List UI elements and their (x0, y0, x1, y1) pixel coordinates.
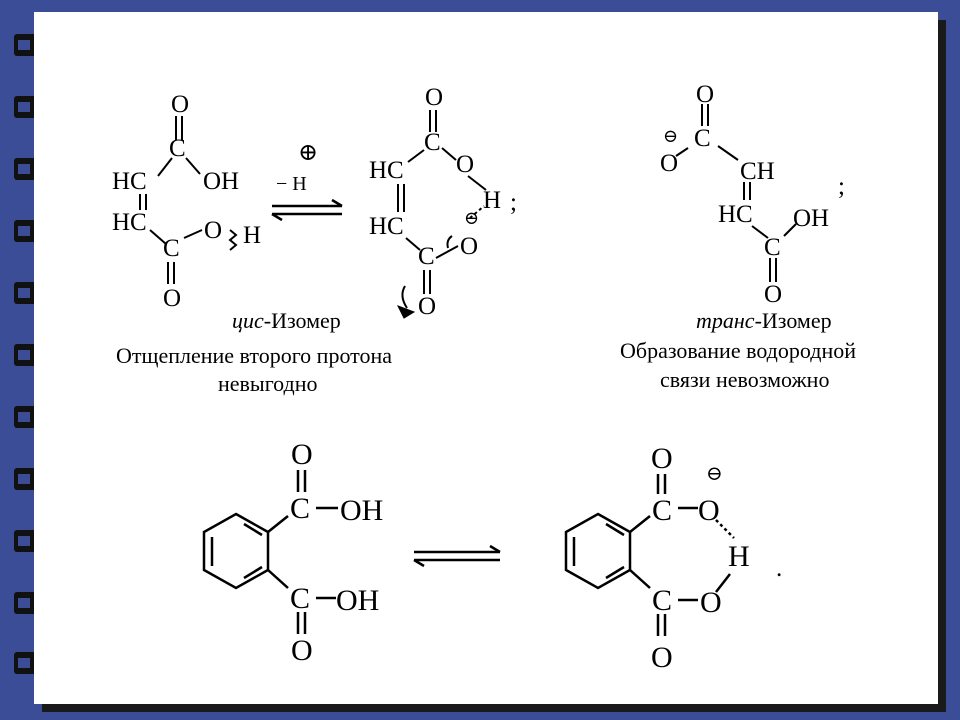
maleate-c-bottom: C (418, 243, 435, 270)
maleate-o-lower: O (460, 233, 478, 260)
phthalic-c-top: C (290, 492, 310, 525)
maleate-hc-upper: HC (369, 157, 404, 184)
notebook-page (34, 12, 938, 704)
phthalate-o-top: O (651, 442, 673, 475)
fumarate-ch: CH (740, 158, 775, 185)
phthalic-oh-top: OH (340, 494, 383, 527)
maleic-h: H (243, 222, 261, 249)
maleate-o-bottom: O (418, 293, 436, 320)
phthalate-o-bottom: O (651, 641, 673, 674)
trans-note-line-2: связи невозможно (660, 367, 829, 392)
trans-suffix: -Изомер (755, 308, 832, 333)
fumarate-c-bottom: C (764, 234, 781, 261)
phthalic-c-bottom: C (290, 582, 310, 615)
hydrogen-maleate (397, 110, 487, 309)
fumarate-oh: OH (793, 205, 829, 232)
maleic-o-lower: O (204, 217, 222, 244)
phthalic-o-top: O (291, 438, 313, 471)
cis-caption: цис-Изомер (232, 308, 341, 333)
minus-charge-icon-phthalate: ⊖ (706, 463, 723, 485)
cis-prefix: цис (232, 308, 264, 333)
semicolon-2: ; (838, 173, 845, 200)
maleic-acid (139, 116, 238, 284)
cis-note-line-1: Отщепление второго протона (116, 343, 392, 368)
equilibrium-arrow-bottom (413, 544, 501, 568)
phthalic-o-bottom: O (291, 634, 313, 667)
maleate-o-upper: O (456, 151, 474, 178)
hydrogen-phthalate (564, 474, 735, 636)
cis-note-line-2: невыгодно (218, 371, 318, 396)
period: . (776, 555, 782, 582)
maleic-oh: OH (203, 168, 239, 195)
maleic-c-top: C (169, 135, 186, 162)
maleate-c-top: C (424, 129, 441, 156)
maleate-hc-lower: HC (369, 213, 404, 240)
fumarate-hc: HC (718, 201, 753, 228)
proton-label: − H (276, 173, 307, 195)
phthalate-c-bottom: C (652, 584, 672, 617)
trans-caption: транс-Изомер (696, 308, 832, 333)
cis-suffix: -Изомер (264, 308, 341, 333)
fumarate-o-bottom: O (764, 281, 782, 308)
maleic-c-bottom: C (163, 235, 180, 262)
maleic-o-top: O (171, 91, 189, 118)
fumarate-o-top: O (696, 81, 714, 108)
maleate-o-top: O (425, 84, 443, 111)
phthalate-o-upper: O (698, 494, 720, 527)
phthalate-c-top: C (652, 494, 672, 527)
phthalic-acid (202, 470, 338, 634)
fumarate-o-left: O (660, 150, 678, 177)
phthalate-o-lower: O (700, 586, 722, 619)
equilibrium-arrow-top (271, 198, 343, 222)
maleic-hc-lower: HC (112, 209, 147, 236)
phthalate-h: H (728, 540, 750, 573)
minus-charge-icon-trans: ⊖ (663, 126, 678, 146)
maleic-o-bottom: O (163, 285, 181, 312)
curved-arrow-head (396, 305, 416, 319)
trans-note-line-1: Образование водородной (620, 338, 856, 363)
maleic-hc-upper: HC (112, 168, 147, 195)
semicolon-1: ; (510, 189, 517, 216)
plus-charge-icon: ⊕ (298, 140, 318, 166)
fumarate-c-top: C (694, 125, 711, 152)
phthalic-oh-bottom: OH (336, 584, 379, 617)
hydrogen-fumarate (675, 104, 797, 282)
trans-prefix: транс (696, 308, 755, 333)
minus-charge-icon: ⊖ (464, 208, 479, 228)
maleate-h: H (483, 187, 501, 214)
